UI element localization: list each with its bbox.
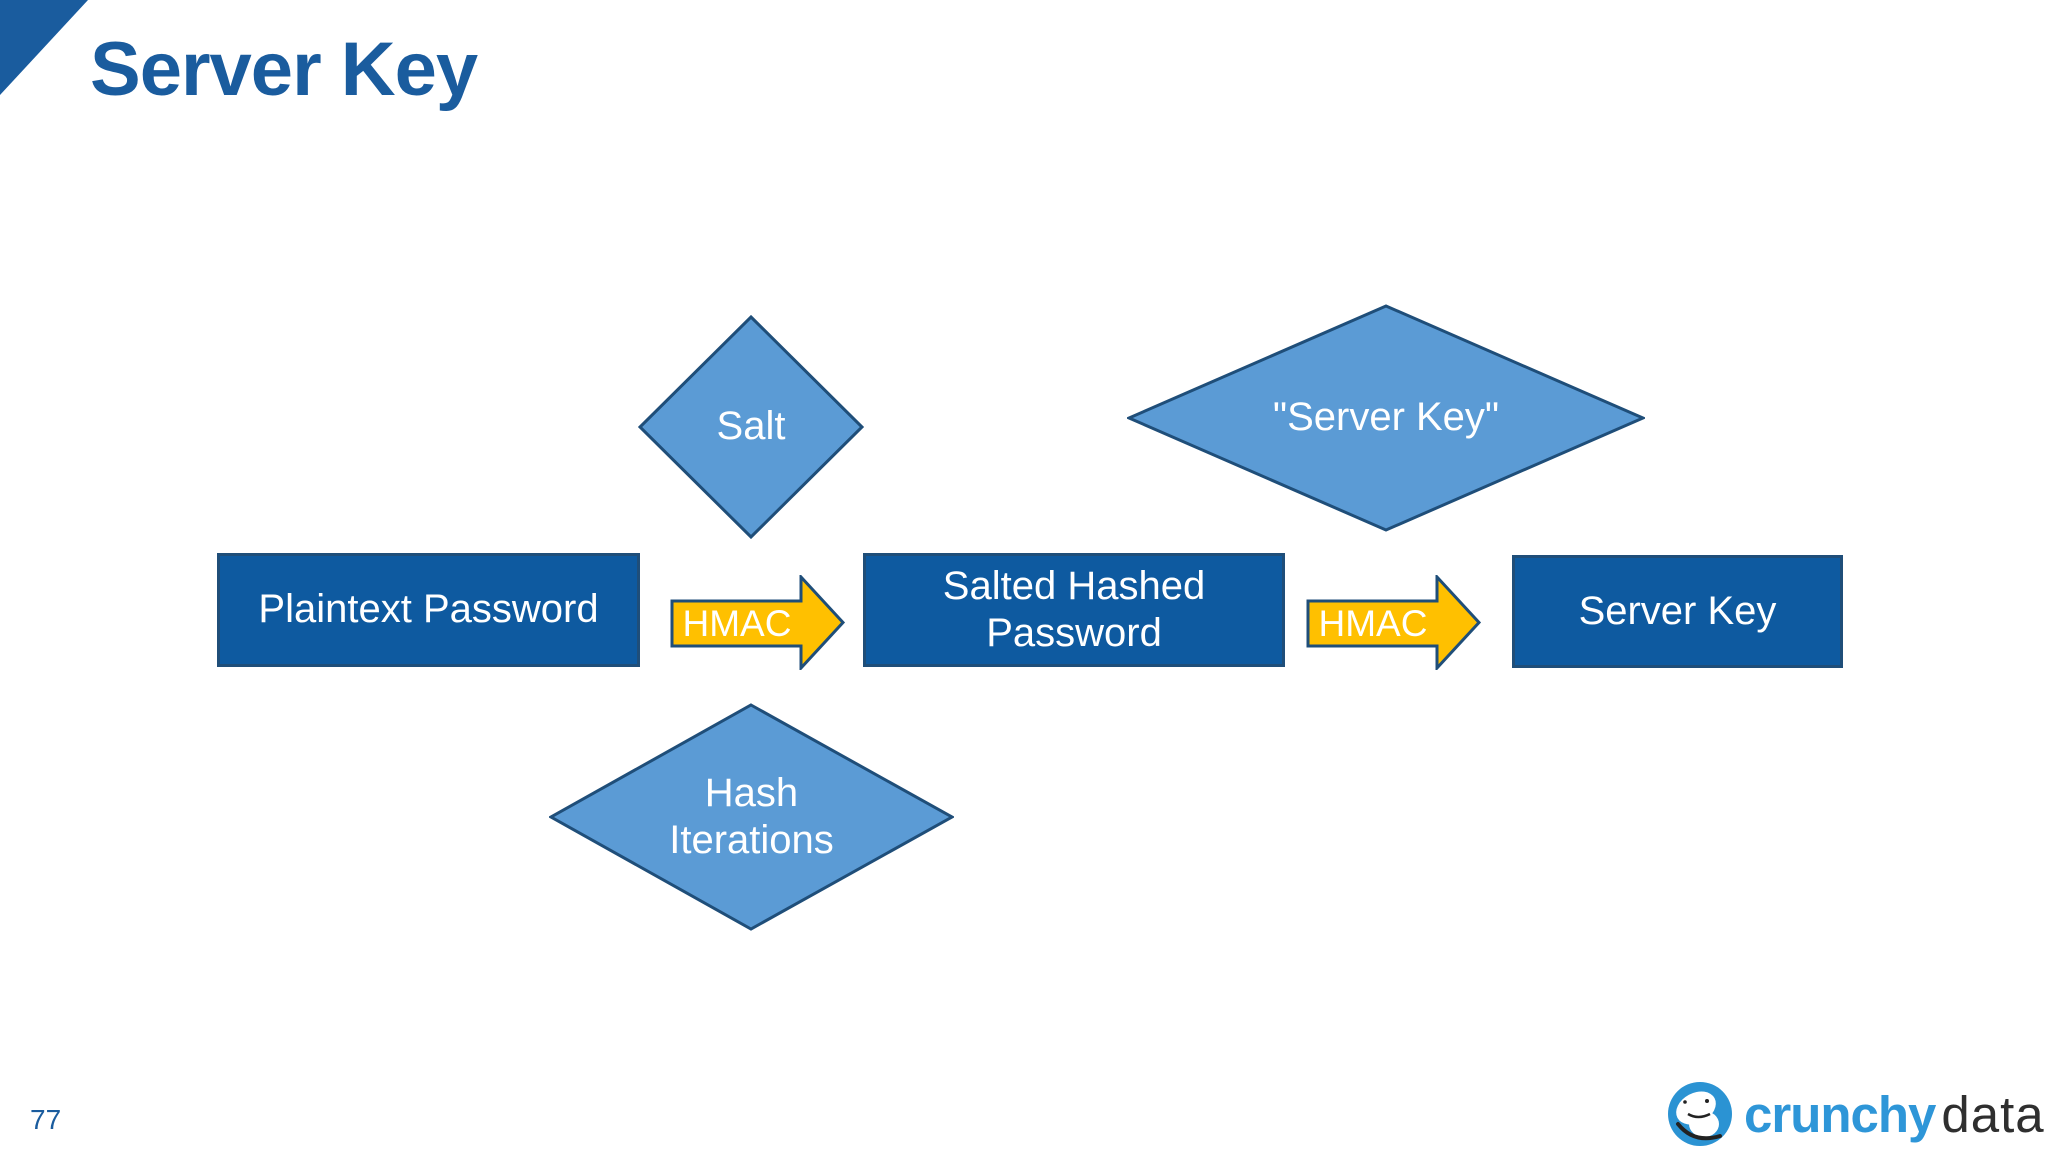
server-key-quoted-diamond-label: "Server Key" [1272,395,1500,440]
slide-title: Server Key [90,27,478,112]
logo-brand-text: crunchy [1744,1085,1936,1143]
salt-diamond: Salt [638,315,864,539]
logo-brand-suffix-text: data [1941,1085,2045,1143]
plaintext-password-label: Plaintext Password [258,587,599,632]
hmac-arrow-1: HMAC [670,575,846,670]
salted-hashed-password-box: Salted Hashed Password [863,553,1285,667]
hash-iterations-diamond: Hash Iterations [549,703,954,931]
page-number: 77 [30,1104,62,1135]
corner-triangle-decoration [0,0,88,95]
hmac-arrow-1-label: HMAC [682,602,792,644]
server-key-box: Server Key [1512,555,1843,668]
salt-diamond-label: Salt [716,404,786,449]
diamond-shape [1127,304,1645,532]
hmac-arrow-2: HMAC [1306,575,1482,670]
right-arrow-icon [670,575,846,670]
hippo-icon [1668,1082,1732,1146]
plaintext-password-box: Plaintext Password [217,553,640,667]
server-key-label: Server Key [1578,588,1777,633]
salted-hashed-password-label: Salted Hashed Password [942,563,1206,655]
diamond-shape [638,315,864,539]
diamond-shape [549,703,954,931]
right-arrow-icon [1306,575,1482,670]
hmac-arrow-2-label: HMAC [1318,602,1428,644]
crunchy-data-logo: crunchy data [1666,1080,2045,1148]
hash-iterations-diamond-label: Hash Iterations [669,770,834,862]
server-key-quoted-diamond: "Server Key" [1127,304,1645,532]
